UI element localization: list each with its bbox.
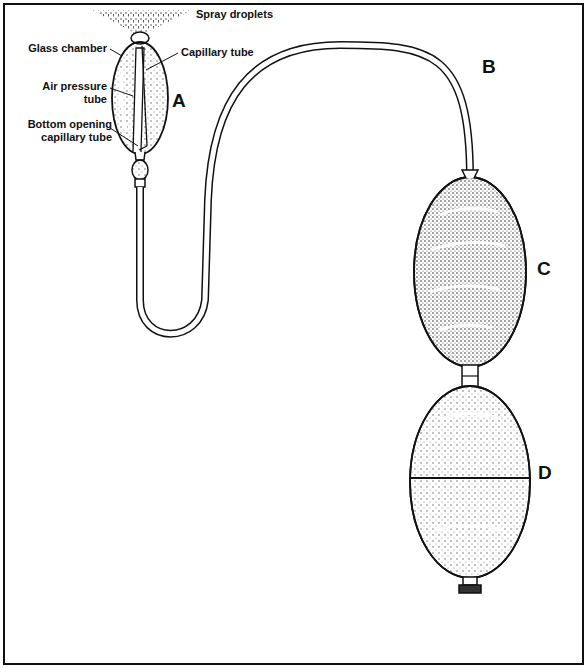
spray-cone [92,10,192,34]
glass-chamber [112,42,168,154]
callout-letter: A [172,90,186,112]
leader-line [110,88,133,96]
callout-letter: B [482,56,496,78]
part-label: Glass chamber [28,42,107,55]
squeeze-bulb [414,177,526,367]
reservoir-bulb [410,386,530,578]
leader-line [146,53,178,70]
valve [463,577,477,585]
part-label: Capillary tube [181,46,254,59]
spray-label: Spray droplets [196,8,273,21]
leader-line [110,128,138,146]
callout-letter: C [537,258,551,280]
leader-line [110,49,122,56]
callout-letter: D [538,462,552,484]
capillary-tube [142,46,147,146]
part-label: Bottom opening capillary tube [8,118,112,144]
part-label: Air pressure tube [25,80,107,106]
